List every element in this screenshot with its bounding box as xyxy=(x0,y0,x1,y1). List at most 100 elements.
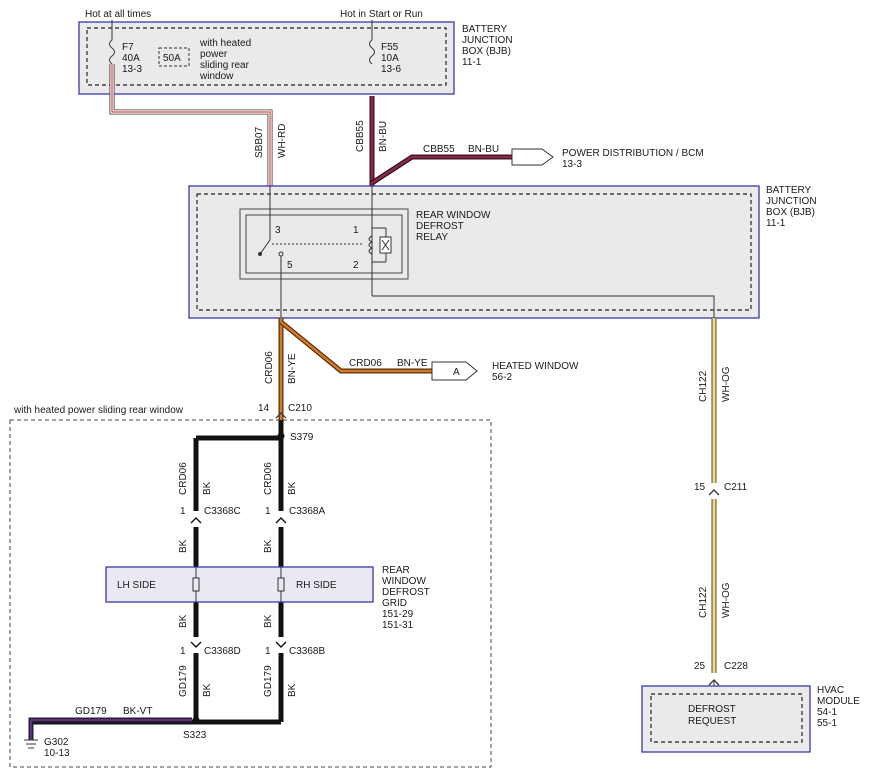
relay-name-3: RELAY xyxy=(416,232,448,243)
wire-sbb07-color: WH-RD xyxy=(277,124,288,158)
wire-crd06-rh-circuit: CRD06 xyxy=(263,462,274,495)
wire-gd179-rh-color: BK xyxy=(287,683,298,697)
bjb-main-inner xyxy=(196,193,752,311)
hot-in-start-label: Hot in Start or Run xyxy=(340,9,423,20)
relay-inner xyxy=(245,214,403,274)
bjb-top-note-1: with heated xyxy=(199,38,251,49)
hvac-ref-2: 55-1 xyxy=(817,718,837,729)
c210-pin: 14 xyxy=(258,403,270,414)
wire-gd179-color: BK-VT xyxy=(123,706,152,717)
wire-crd06-color: BN-YE xyxy=(287,353,298,384)
bjb-top-note-2: power xyxy=(200,49,228,60)
hvac-ref-1: 54-1 xyxy=(817,707,837,718)
ground-icon xyxy=(24,739,38,749)
ground-ref: 10-13 xyxy=(44,748,70,759)
grid-rh-label: RH SIDE xyxy=(296,580,337,591)
wire-ch122-color-lower: WH-OG xyxy=(721,582,732,618)
fuse-f7-id: F7 xyxy=(122,42,134,53)
fuse-f7-ref: 13-3 xyxy=(122,64,142,75)
ground-id: G302 xyxy=(44,737,69,748)
bjb-top-name-2: JUNCTION xyxy=(462,35,513,46)
wire-ch122-circuit-upper: CH122 xyxy=(698,370,709,402)
relay-switch-pivot xyxy=(258,252,262,256)
c3368c-label: C3368C xyxy=(204,506,241,517)
heated-window-connector xyxy=(431,361,478,381)
wire-rh-upper-bk: BK xyxy=(263,539,274,553)
c3368d-label: C3368D xyxy=(204,646,241,657)
s323-label: S323 xyxy=(183,730,207,741)
c3368a-pin: 1 xyxy=(265,506,271,517)
splice-s323 xyxy=(192,716,200,724)
hvac-module-box xyxy=(641,685,811,753)
c211-connector-icon xyxy=(708,489,720,496)
wire-cbb55-circuit: CBB55 xyxy=(355,120,366,152)
c3368a-connector-icon xyxy=(275,517,287,524)
fuse-f7-rating: 40A xyxy=(122,53,140,64)
wire-lh-lower-bk: BK xyxy=(178,614,189,628)
fuse-50a-box xyxy=(158,47,190,67)
wire-crd06 xyxy=(278,318,432,420)
bjb-top-name-1: BATTERY xyxy=(462,24,508,35)
c3368c-pin: 1 xyxy=(180,506,186,517)
relay-switch-arm xyxy=(259,239,271,255)
c228-pin: 25 xyxy=(694,661,706,672)
c3368b-pin: 1 xyxy=(265,646,271,657)
option-region xyxy=(9,419,492,768)
fuse-f7-icon xyxy=(109,39,115,65)
wire-gd179-circuit: GD179 xyxy=(75,706,107,717)
grid-lh-element-icon xyxy=(192,567,200,602)
hot-at-all-times-label: Hot at all times xyxy=(85,9,151,20)
c228-label: C228 xyxy=(724,661,748,672)
bjb-top-ref: 11-1 xyxy=(462,57,482,68)
grid-name-2: WINDOW xyxy=(382,576,426,587)
relay-pin1: 1 xyxy=(353,225,359,236)
hvac-input-1: DEFROST xyxy=(688,704,736,715)
bjb-top-note-4: window xyxy=(199,71,234,82)
relay-pin2: 2 xyxy=(353,260,359,271)
bjb-main-name-2: JUNCTION xyxy=(766,196,817,207)
c211-label: C211 xyxy=(724,482,748,493)
wire-gd179-lh-color: BK xyxy=(202,683,213,697)
wire-rh-lower-bk: BK xyxy=(263,614,274,628)
bjb-main-box xyxy=(188,185,760,319)
wire-ch122-circuit-lower: CH122 xyxy=(698,586,709,618)
bjb-main-name-1: BATTERY xyxy=(766,185,812,196)
wire-cbb55 xyxy=(369,96,512,186)
hvac-module-inner xyxy=(650,693,803,743)
relay-box xyxy=(239,208,409,280)
relay-pin3: 3 xyxy=(275,225,281,236)
bjb-main-ref: 11-1 xyxy=(766,218,786,229)
wire-sbb07-circuit: SBB07 xyxy=(254,126,265,158)
power-distribution-ref: 13-3 xyxy=(562,159,582,170)
relay-name-2: DEFROST xyxy=(416,221,464,232)
defrost-grid-box xyxy=(105,566,374,603)
relay-pin5: 5 xyxy=(287,260,293,271)
wire-lh-upper-bk: BK xyxy=(178,539,189,553)
relay-coil-icon xyxy=(368,235,374,255)
wire-crd06-branch-circuit: CRD06 xyxy=(349,358,382,369)
relay-diode-mark xyxy=(381,239,390,251)
c211-pin: 15 xyxy=(694,482,706,493)
s379-label: S379 xyxy=(290,432,314,443)
c210-label: C210 xyxy=(288,403,312,414)
c3368b-label: C3368B xyxy=(289,646,325,657)
fuse-f55-ref: 13-6 xyxy=(381,64,401,75)
c3368a-label: C3368A xyxy=(289,506,325,517)
bjb-main-name-3: BOX (BJB) xyxy=(766,207,815,218)
wire-crd06-lh-circuit: CRD06 xyxy=(178,462,189,495)
grid-ref-2: 151-31 xyxy=(382,620,414,631)
c3368d-connector-icon xyxy=(190,641,202,648)
heated-window-ref: 56-2 xyxy=(492,372,512,383)
c3368b-connector-icon xyxy=(275,641,287,648)
bjb-top-box xyxy=(78,21,455,95)
relay-ground-return xyxy=(372,295,715,320)
wire-sbb07 xyxy=(109,64,273,186)
power-distribution-connector xyxy=(511,148,554,166)
grid-ref-1: 151-29 xyxy=(382,609,414,620)
grid-lh-label: LH SIDE xyxy=(117,580,156,591)
heated-window-label: HEATED WINDOW xyxy=(492,361,579,372)
c210-connector-icon xyxy=(275,412,287,419)
wire-ch122-color-upper: WH-OG xyxy=(721,366,732,402)
heated-window-connector-id: A xyxy=(453,367,460,378)
